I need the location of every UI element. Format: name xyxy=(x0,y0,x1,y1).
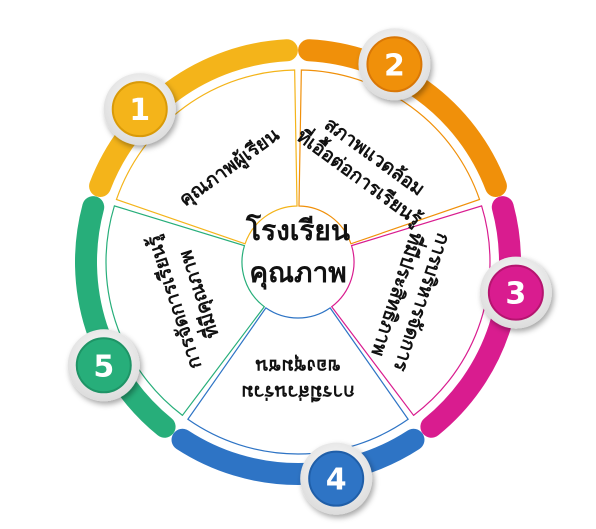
badge-disc xyxy=(366,36,423,93)
badge-disc xyxy=(308,450,365,507)
segment-arc-2 xyxy=(298,39,507,198)
number-badge-3: 3 xyxy=(479,256,552,329)
segment-arc-3 xyxy=(420,196,521,438)
badge-disc xyxy=(111,81,168,138)
segment-arcs xyxy=(75,39,521,485)
badge-disc xyxy=(75,337,132,394)
center-title-line2: คุณภาพ xyxy=(249,256,346,290)
segment-label-2: สภาพแวดล้อมที่เอื้อต่อการเรียนรู้ xyxy=(292,113,429,232)
number-badge-2: 2 xyxy=(358,28,431,101)
segment-outline-2 xyxy=(298,69,481,245)
segment-outline-3 xyxy=(330,205,491,417)
segment-label-1: คุณภาพผู้เรียน xyxy=(175,124,284,212)
center-label: โรงเรียน คุณภาพ xyxy=(245,213,350,290)
segment-label-line: การมีส่วนร่วม xyxy=(241,381,355,403)
number-badges: 1 2 3 4 5 xyxy=(67,28,552,515)
segment-label-line: คุณภาพผู้เรียน xyxy=(175,124,284,212)
badge-number: 3 xyxy=(505,277,526,312)
badge-number: 4 xyxy=(326,463,347,498)
number-badge-1: 1 xyxy=(103,73,176,146)
segment-outlines xyxy=(105,69,491,455)
segment-outline-5 xyxy=(105,205,266,417)
segment-label-line: ของชุมชน xyxy=(256,354,341,377)
segment-label-5: การจัดการเรียนรู้ที่มีคุณภาพ xyxy=(142,231,224,371)
segment-labels: คุณภาพผู้เรียนสภาพแวดล้อมที่เอื้อต่อการเ… xyxy=(142,113,455,403)
segment-outline-4 xyxy=(187,307,409,455)
badge-number: 2 xyxy=(384,48,405,83)
segment-arc-1 xyxy=(89,39,298,198)
center-title-line1: โรงเรียน xyxy=(245,213,350,247)
number-badge-5: 5 xyxy=(67,329,140,402)
segment-outline-1 xyxy=(115,69,298,245)
segment-arc-5 xyxy=(75,196,176,438)
number-badge-4: 4 xyxy=(300,442,373,515)
badge-number: 1 xyxy=(129,93,150,128)
segment-arc-4 xyxy=(171,428,425,485)
badge-number: 5 xyxy=(93,349,114,384)
segment-label-4: การมีส่วนร่วม ของชุมชน xyxy=(241,354,355,403)
badge-disc xyxy=(487,264,544,321)
